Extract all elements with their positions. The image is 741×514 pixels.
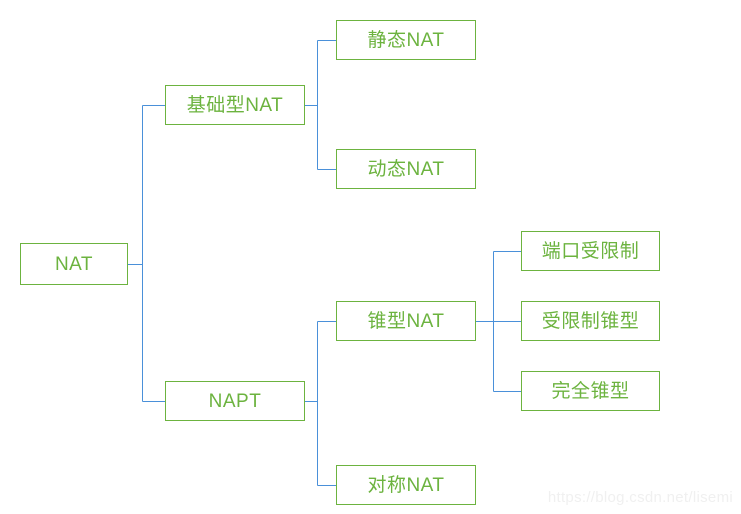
node-static-nat[interactable]: 静态NAT — [336, 20, 476, 60]
node-restricted-cone[interactable]: 受限制锥型 — [521, 301, 660, 341]
node-port-restricted[interactable]: 端口受限制 — [521, 231, 660, 271]
node-napt-label: NAPT — [208, 390, 262, 412]
node-full-cone-label: 完全锥型 — [551, 380, 630, 402]
node-cone-nat[interactable]: 锥型NAT — [336, 301, 476, 341]
node-full-cone[interactable]: 完全锥型 — [521, 371, 660, 411]
node-nat-label: NAT — [54, 253, 94, 275]
node-symmetric-nat[interactable]: 对称NAT — [336, 465, 476, 505]
node-symmetric-nat-label: 对称NAT — [367, 474, 445, 496]
node-dynamic-nat-label: 动态NAT — [367, 158, 445, 180]
node-port-restricted-label: 端口受限制 — [541, 240, 640, 262]
node-static-nat-label: 静态NAT — [367, 29, 445, 51]
node-basic-nat-label: 基础型NAT — [186, 94, 284, 116]
node-restricted-cone-label: 受限制锥型 — [541, 310, 640, 332]
node-dynamic-nat[interactable]: 动态NAT — [336, 149, 476, 189]
node-cone-nat-label: 锥型NAT — [367, 310, 445, 332]
watermark: https://blog.csdn.net/lisemi — [547, 489, 733, 506]
node-basic-nat[interactable]: 基础型NAT — [165, 85, 305, 125]
node-napt[interactable]: NAPT — [165, 381, 305, 421]
node-nat[interactable]: NAT — [20, 243, 128, 285]
